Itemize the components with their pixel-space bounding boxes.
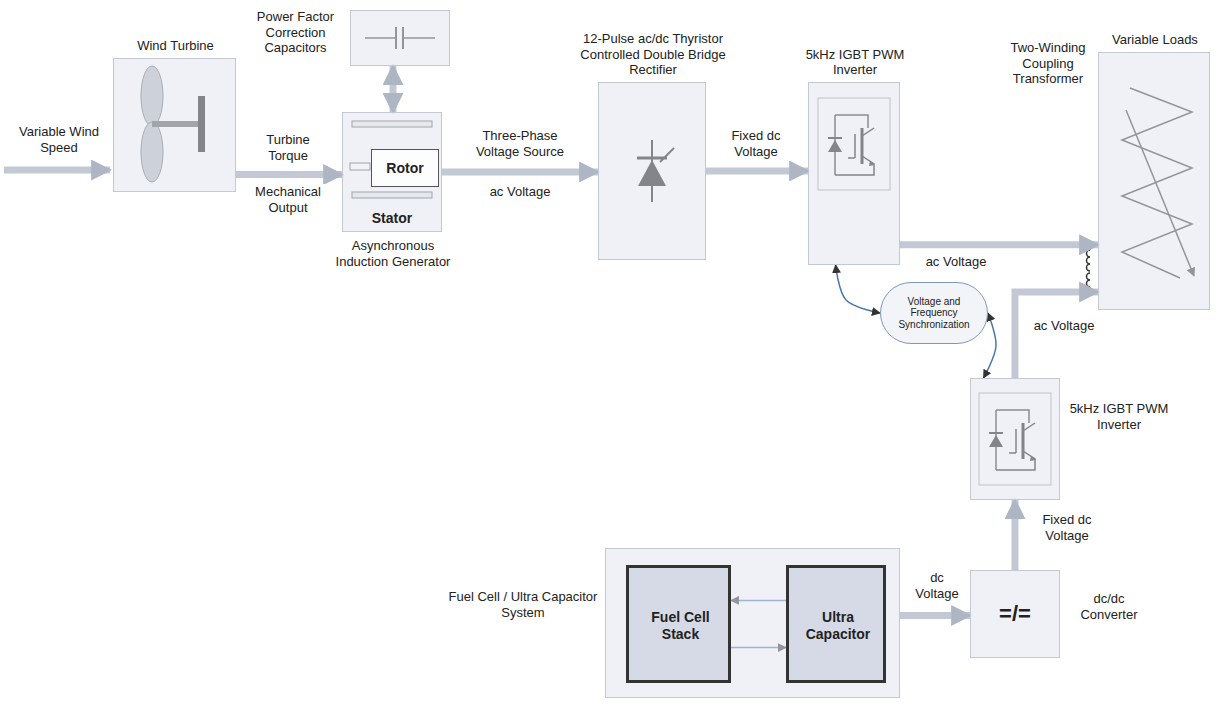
fuel-cell-stack: Fuel Cell Stack [626, 565, 731, 683]
edge-label: ac Voltage [914, 254, 998, 270]
box-heading: 12-Pulse ac/dc Thyristor Controlled Doub… [569, 31, 737, 78]
edge-label: Fixed dc Voltage [1030, 512, 1104, 543]
flow-arrow [1012, 500, 1019, 570]
inverter-box: 5kHz IGBT PWM Inverter [808, 82, 900, 265]
input-label: Variable Wind Speed [14, 124, 104, 155]
edge-note: ac Voltage [476, 184, 564, 200]
box-text: Voltage and Frequency Synchronization [886, 296, 982, 331]
flow-arrow [900, 241, 1098, 248]
box-heading: 5kHz IGBT PWM Inverter [1069, 401, 1169, 432]
capacitor-box: Power Factor Correction Capacitors [350, 10, 450, 66]
edge-label: Turbine Torque [246, 132, 330, 163]
transformer-symbol [1087, 246, 1091, 291]
box-heading: Power Factor Correction Capacitors [248, 9, 343, 56]
signal-arrow [836, 265, 880, 313]
wind-arrow [4, 167, 110, 174]
sync-blob: Voltage and Frequency Synchronization [880, 282, 988, 344]
box-heading: Variable Loads [1096, 32, 1214, 48]
fuel-cell-system: Fuel Cell StackUltra CapacitorFuel Cell … [605, 548, 900, 698]
box-text: Ultra Capacitor [794, 609, 882, 643]
box-text: Fuel Cell Stack [634, 609, 727, 643]
edge-label: ac Voltage [1026, 318, 1102, 334]
ultra-capacitor: Ultra Capacitor [786, 565, 886, 683]
part-label: Two-Winding Coupling Transformer [998, 40, 1098, 87]
inverter-box: 5kHz IGBT PWM Inverter [970, 378, 1060, 500]
flow-arrow [900, 612, 970, 619]
load-box: Variable Loads [1098, 52, 1210, 310]
flow-arrow [442, 169, 598, 176]
turbine-box: Wind Turbine [113, 58, 236, 192]
box-text: Rotor [376, 160, 434, 177]
converter-box: =/=dc/dc Converter [970, 570, 1060, 658]
box-text: Stator [347, 210, 437, 227]
flow-arrow [1015, 292, 1098, 378]
box-heading: Asynchronous Induction Generator [328, 238, 458, 269]
box-heading: dc/dc Converter [1069, 591, 1149, 622]
box-heading: Fuel Cell / Ultra Capacitor System [448, 589, 598, 620]
edge-note: Mechanical Output [246, 184, 330, 215]
edge-label: Three-Phase Voltage Source [466, 128, 574, 159]
flow-arrow [236, 171, 342, 178]
flow-arrow [390, 66, 397, 112]
generator-box: RotorStatorAsynchronous Induction Genera… [342, 112, 442, 232]
flow-arrow [706, 168, 808, 175]
rotor-box: Rotor [371, 149, 439, 187]
box-heading: Wind Turbine [136, 38, 216, 54]
edge-label: dc Voltage [906, 570, 968, 601]
box-text: =/= [975, 601, 1055, 627]
rectifier-box: 12-Pulse ac/dc Thyristor Controlled Doub… [598, 82, 706, 260]
edge-label: Fixed dc Voltage [718, 128, 794, 159]
box-heading: 5kHz IGBT PWM Inverter [800, 47, 910, 78]
